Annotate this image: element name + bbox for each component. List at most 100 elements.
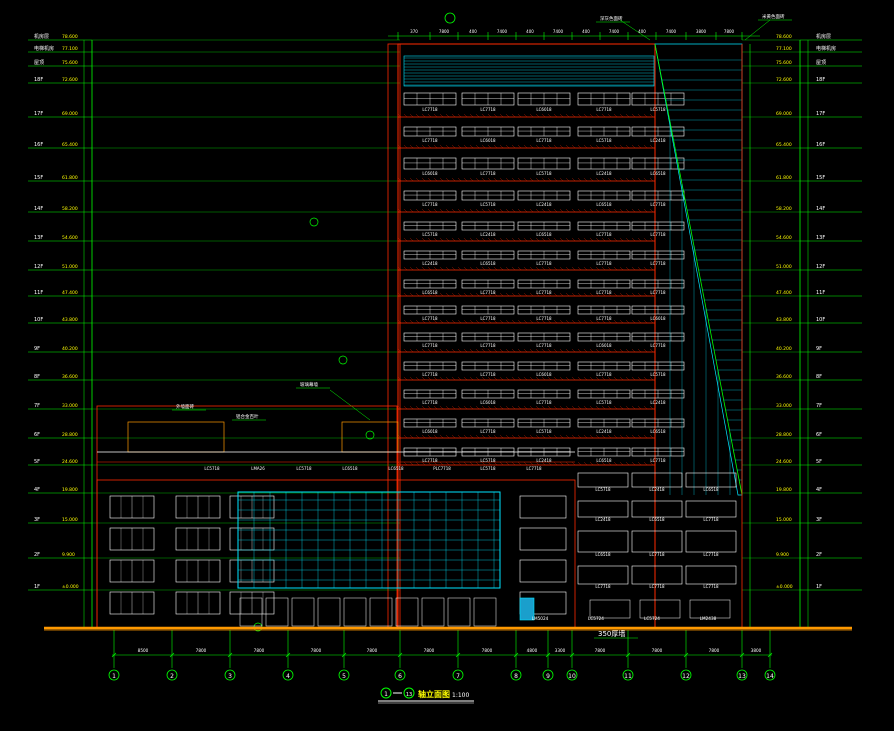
spandrel-hatch [607,266,612,271]
spandrel-hatch [577,348,582,353]
spandrel-hatch [523,237,528,242]
spandrel-hatch [511,461,516,466]
spandrel-hatch [493,266,498,271]
spandrel-hatch [619,144,624,149]
spandrel-hatch [469,266,474,271]
dim-tick [397,652,403,658]
spandrel-hatch [463,405,468,410]
spandrel-hatch [565,319,570,324]
spandrel-hatch [541,177,546,182]
spandrel-hatch [535,348,540,353]
spandrel-hatch [397,434,402,439]
spandrel-hatch [529,461,534,466]
spandrel-hatch [571,376,576,381]
lower-window-tag: LC7718 [649,584,665,589]
window-tag: LC7718 [422,107,438,112]
spandrel-hatch [535,434,540,439]
window-tag: LC2418 [480,232,496,237]
spandrel-hatch [583,266,588,271]
spandrel-hatch [427,434,432,439]
title-axis-start-bubble [380,687,392,699]
spandrel-hatch [649,237,654,242]
spandrel-hatch [649,319,654,324]
left-elevation: 9.900 [62,552,75,558]
entrance-door [519,597,535,621]
window-tag: LC7718 [422,372,438,377]
dimension-value: 7800 [424,648,435,653]
spandrel-hatch [475,376,480,381]
spandrel-hatch [637,266,642,271]
right-elevation: ±0.000 [776,584,793,590]
spandrel-hatch [421,144,426,149]
ground-window [589,599,631,619]
spandrel-hatch [427,461,432,466]
spandrel-hatch [631,113,636,118]
spandrel-hatch [415,177,420,182]
annotation-text: 玻璃幕墙 [300,381,318,388]
spandrel-hatch [421,319,426,324]
spandrel-hatch [445,292,450,297]
spandrel-hatch [607,113,612,118]
spandrel-hatch [475,292,480,297]
spandrel-hatch [505,348,510,353]
spandrel-hatch [481,434,486,439]
spandrel-hatch [475,319,480,324]
spandrel-hatch [595,266,600,271]
right-elevation: 33.000 [776,403,792,409]
spandrel-hatch [457,113,462,118]
spandrel-hatch [475,348,480,353]
spandrel-hatch [439,405,444,410]
spandrel-hatch [487,319,492,324]
spandrel-hatch [565,208,570,213]
spandrel-hatch [607,177,612,182]
drawing-title: 轴立面图 [418,689,450,699]
spandrel-hatch [619,266,624,271]
storefront-panel [343,597,367,627]
spandrel-hatch [571,208,576,213]
spandrel-hatch [397,292,402,297]
left-elevation: 40.200 [62,346,78,352]
right-elevation: 28.800 [776,432,792,438]
spandrel-hatch [409,144,414,149]
lower-tower-window [631,565,683,585]
spandrel-hatch [403,292,408,297]
window-tag: LC7718 [596,232,612,237]
axis-bubble-1 [108,669,120,681]
spandrel-hatch [475,434,480,439]
spandrel-hatch [583,208,588,213]
spandrel-hatch [415,376,420,381]
right-floor-label: 15F [816,175,825,181]
spandrel-hatch [451,208,456,213]
spandrel-hatch [409,266,414,271]
spandrel-hatch [427,177,432,182]
spandrel-hatch [463,237,468,242]
spandrel-hatch [577,319,582,324]
spandrel-hatch [589,237,594,242]
spandrel-hatch [547,208,552,213]
spandrel-hatch [619,292,624,297]
spandrel-hatch [457,237,462,242]
spandrel-hatch [415,434,420,439]
spandrel-hatch [403,461,408,466]
lower-window-tag: LC7718 [595,584,611,589]
left-elevation: 61.800 [62,175,78,181]
spandrel-hatch [541,434,546,439]
spandrel-hatch [517,376,522,381]
spandrel-hatch [631,434,636,439]
spandrel-hatch [481,405,486,410]
spandrel-hatch [601,376,606,381]
spandrel-hatch [403,348,408,353]
window-tag: LC7718 [480,107,496,112]
spandrel-hatch [577,461,582,466]
spandrel-hatch [505,461,510,466]
window-tag: LC6518 [650,429,666,434]
spandrel-hatch [607,208,612,213]
right-elevation: 72.600 [776,77,792,83]
spandrel-hatch [457,434,462,439]
spandrel-hatch [577,266,582,271]
spandrel-hatch [583,319,588,324]
spandrel-hatch [631,348,636,353]
left-floor-label: 12F [34,264,43,270]
right-floor-label: 10F [816,317,825,323]
spandrel-hatch [511,434,516,439]
